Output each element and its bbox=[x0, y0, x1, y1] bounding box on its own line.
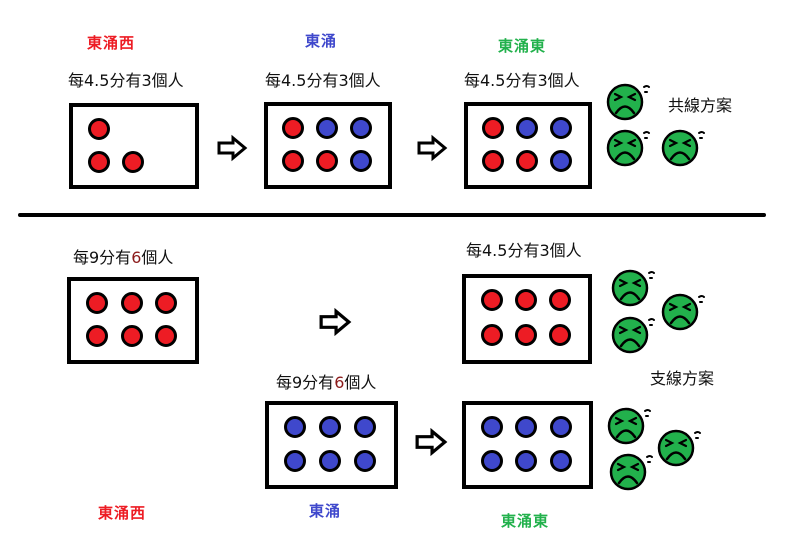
unhappy-face-icon bbox=[607, 407, 651, 445]
train-car-mid bbox=[265, 401, 398, 489]
passenger-dot-red bbox=[155, 292, 178, 315]
train-car-west bbox=[69, 103, 199, 189]
unhappy-face-icon bbox=[606, 83, 650, 121]
passenger-dot-red bbox=[87, 150, 110, 173]
passenger-dot-blue bbox=[349, 150, 372, 173]
unhappy-face-icon bbox=[606, 129, 650, 167]
rate-prefix: 每4.5分有 bbox=[265, 71, 339, 90]
passenger-dot-blue bbox=[515, 416, 538, 439]
station-label-tung-chung: 東涌 bbox=[305, 32, 338, 50]
rate-suffix: 個人 bbox=[549, 241, 582, 260]
station-label-tung-chung: 東涌 bbox=[309, 502, 342, 520]
passenger-dot-blue bbox=[480, 416, 503, 439]
passenger-dot-red bbox=[480, 323, 503, 346]
rate-suffix: 個人 bbox=[348, 71, 381, 90]
station-label-tung-chung-east: 東涌東 bbox=[498, 37, 547, 55]
rate-prefix: 每4.5分有 bbox=[68, 71, 142, 90]
plan-label-shared-line: 共線方案 bbox=[668, 96, 733, 115]
unhappy-face-icon bbox=[657, 429, 701, 467]
train-car-mid bbox=[264, 102, 392, 189]
rate-count-highlight: 6 bbox=[334, 373, 345, 392]
passenger-dot-red bbox=[482, 117, 505, 140]
rate-label: 每9分有6個人 bbox=[73, 244, 173, 268]
passenger-dot-blue bbox=[354, 416, 376, 439]
passenger-dot-red bbox=[155, 325, 178, 348]
unhappy-face-icon bbox=[611, 316, 655, 354]
rate-prefix: 每4.5分有 bbox=[466, 241, 540, 260]
rate-prefix: 每9分有 bbox=[73, 248, 132, 267]
plan-label-branch-line: 支線方案 bbox=[650, 369, 715, 388]
train-car-west bbox=[67, 277, 199, 364]
rate-count: 3 bbox=[338, 71, 349, 90]
passenger-dot-blue bbox=[319, 449, 341, 472]
train-car-east bbox=[464, 102, 592, 189]
arrow-right-icon bbox=[217, 134, 248, 162]
station-label-tung-chung-west: 東涌西 bbox=[98, 504, 147, 522]
passenger-dot-blue bbox=[349, 117, 372, 140]
unhappy-face-icon bbox=[609, 453, 653, 491]
passenger-dot-blue bbox=[284, 416, 306, 439]
rate-suffix: 個人 bbox=[344, 373, 377, 392]
passenger-dot-red bbox=[548, 323, 571, 346]
rate-suffix: 個人 bbox=[141, 248, 174, 267]
passenger-dot-red bbox=[87, 117, 110, 140]
unhappy-face-icon bbox=[611, 269, 655, 307]
passenger-dot-red bbox=[282, 150, 305, 173]
passenger-dot-blue bbox=[549, 449, 572, 472]
train-car-east-upper bbox=[462, 274, 592, 364]
passenger-dot-red bbox=[85, 292, 108, 315]
passenger-dot-blue bbox=[516, 117, 538, 140]
passenger-dot-red bbox=[514, 323, 537, 346]
rate-count: 3 bbox=[537, 71, 548, 90]
passenger-dot-red bbox=[120, 325, 143, 348]
passenger-dot-red bbox=[282, 117, 305, 140]
passenger-dot-blue bbox=[549, 117, 572, 140]
passenger-dot-red bbox=[480, 289, 503, 312]
train-car-east-lower bbox=[462, 401, 593, 489]
passenger-dot-blue bbox=[284, 449, 306, 472]
unhappy-face-icon bbox=[661, 129, 705, 167]
passenger-dot-blue bbox=[480, 449, 503, 472]
rate-suffix: 個人 bbox=[547, 71, 580, 90]
station-label-tung-chung-west: 東涌西 bbox=[87, 34, 136, 52]
rate-count: 3 bbox=[141, 71, 152, 90]
rate-label: 每4.5分有3個人 bbox=[68, 67, 184, 91]
rate-count-highlight: 6 bbox=[131, 248, 142, 267]
passenger-dot-red bbox=[121, 150, 144, 173]
passenger-dot-blue bbox=[316, 117, 338, 140]
arrow-right-icon bbox=[415, 427, 448, 457]
passenger-dot-blue bbox=[549, 150, 572, 173]
rate-prefix: 每4.5分有 bbox=[464, 71, 538, 90]
passenger-dot-red bbox=[120, 292, 143, 315]
rate-suffix: 個人 bbox=[151, 71, 184, 90]
rate-prefix: 每9分有 bbox=[276, 373, 335, 392]
passenger-dot-red bbox=[482, 150, 505, 173]
passenger-dot-red bbox=[316, 150, 338, 173]
rate-label: 每9分有6個人 bbox=[276, 369, 376, 393]
unhappy-face-icon bbox=[661, 293, 705, 331]
section-divider bbox=[18, 213, 766, 217]
station-label-tung-chung-east: 東涌東 bbox=[501, 512, 550, 530]
passenger-dot-red bbox=[514, 289, 537, 312]
arrow-right-icon bbox=[319, 307, 352, 337]
passenger-dot-blue bbox=[515, 449, 538, 472]
passenger-dot-red bbox=[548, 289, 571, 312]
rate-label: 每4.5分有3個人 bbox=[464, 67, 580, 91]
rate-count: 3 bbox=[539, 241, 550, 260]
passenger-dot-blue bbox=[319, 416, 341, 439]
passenger-dot-blue bbox=[549, 416, 572, 439]
rate-label: 每4.5分有3個人 bbox=[265, 67, 381, 91]
passenger-dot-red bbox=[516, 150, 538, 173]
passenger-dot-red bbox=[85, 325, 108, 348]
passenger-dot-blue bbox=[354, 449, 376, 472]
arrow-right-icon bbox=[417, 134, 448, 162]
rate-label: 每4.5分有3個人 bbox=[466, 237, 582, 261]
